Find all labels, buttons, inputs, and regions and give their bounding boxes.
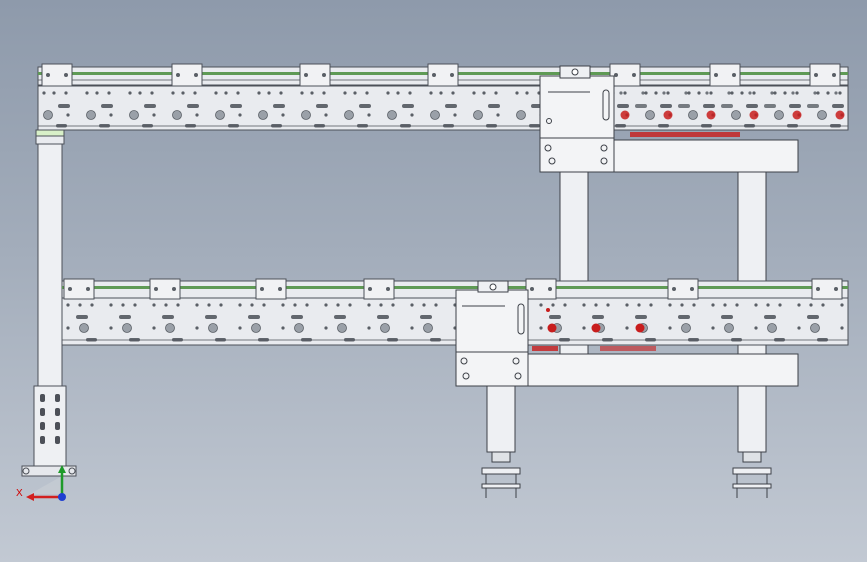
coordinate-triad: [26, 465, 66, 501]
lower-conveyor[interactable]: [61, 278, 849, 346]
z-axis-dot: [58, 493, 66, 501]
upper-brackets: [41, 63, 841, 87]
lower-brackets: [63, 278, 843, 300]
upper-carriage[interactable]: [539, 65, 799, 173]
lower-red-rollers: [546, 308, 645, 333]
left-leg[interactable]: [21, 129, 77, 477]
upper-red-roller-section: [614, 86, 848, 130]
front-leg-1[interactable]: [481, 385, 521, 498]
x-axis-label: X: [16, 488, 23, 499]
front-leg-2[interactable]: [732, 385, 772, 498]
lower-carriage[interactable]: [455, 280, 799, 387]
upper-conveyor[interactable]: [37, 63, 849, 131]
